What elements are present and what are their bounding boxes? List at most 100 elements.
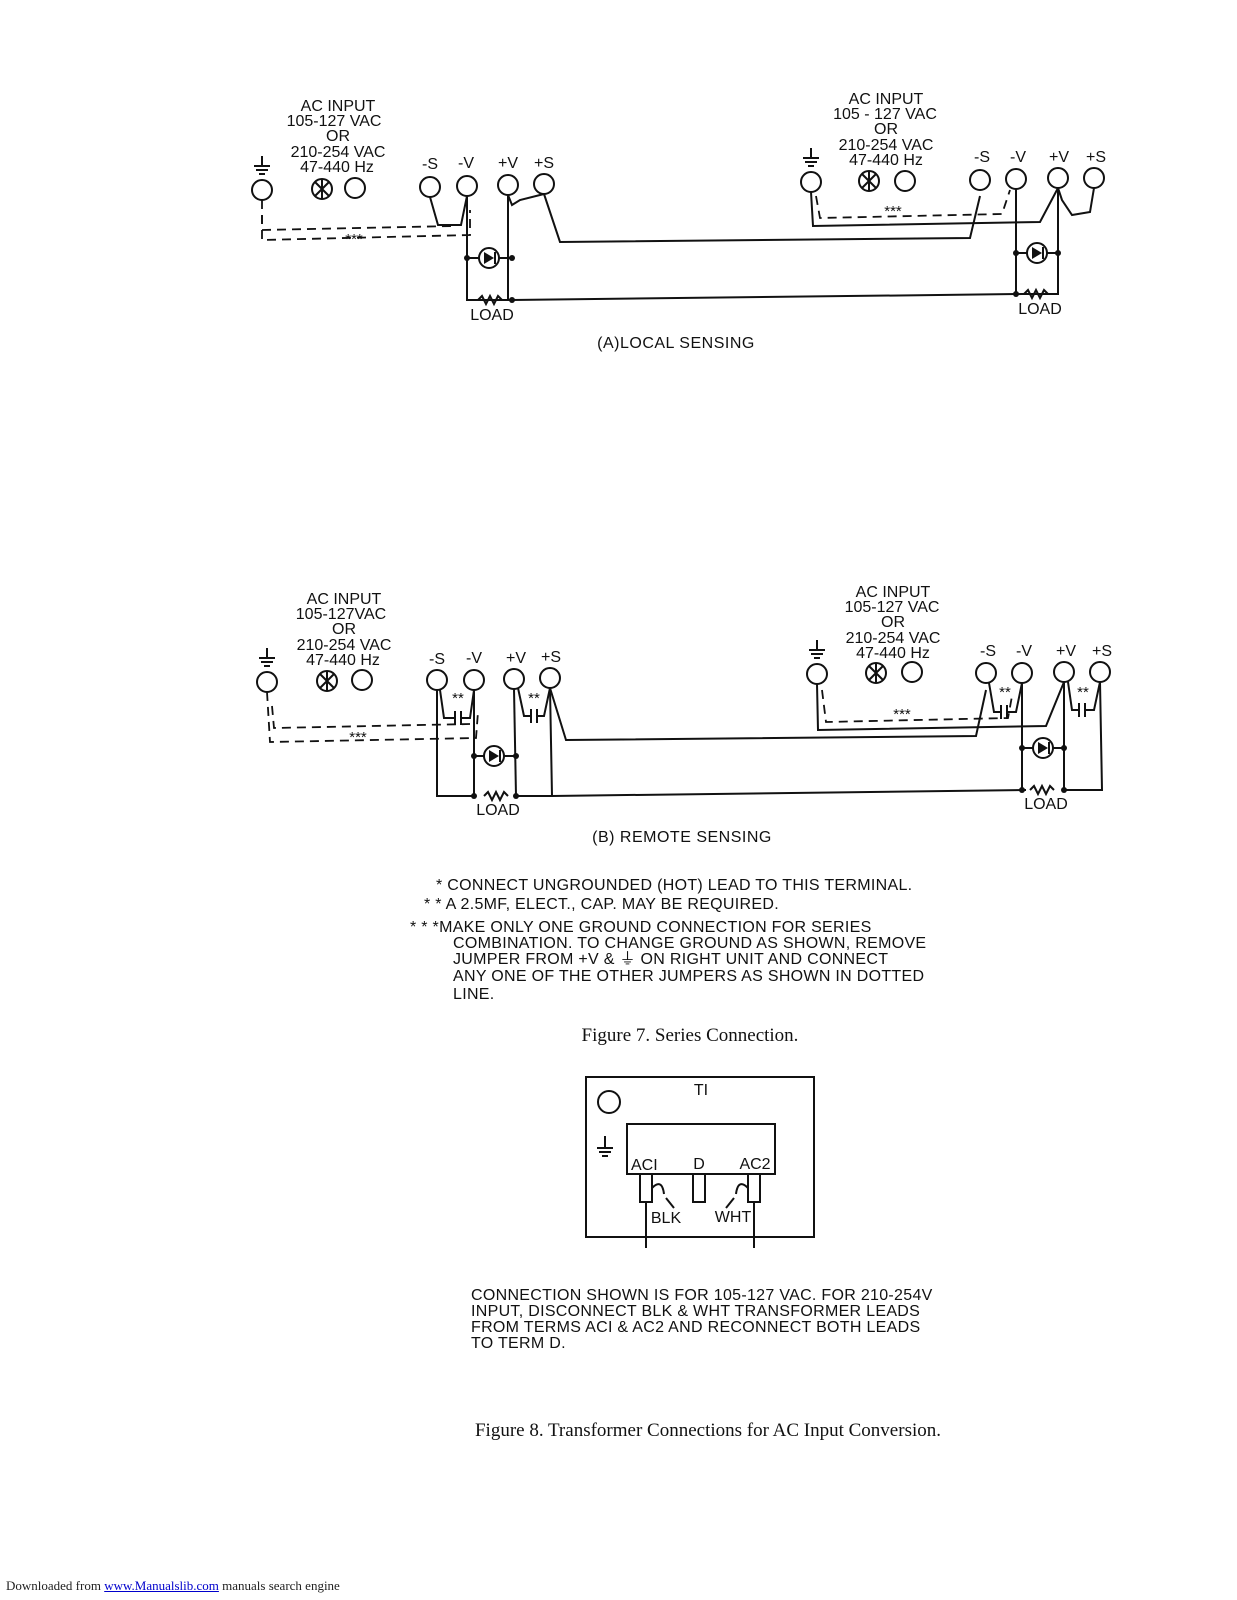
label-minus-s: -S (980, 643, 996, 660)
terminal-minus-s (975, 662, 997, 684)
figure8-caption: Figure 8. Transformer Connections for AC… (475, 1420, 941, 1441)
capacitor-icon (517, 687, 551, 723)
load-label: LOAD (476, 802, 520, 819)
note-line: ANY ONE OF THE OTHER JUMPERS AS SHOWN IN… (453, 968, 924, 985)
note-line: INPUT, DISCONNECT BLK & WHT TRANSFORMER … (471, 1303, 920, 1320)
terminal-plus-s (539, 667, 561, 689)
note-line: * * A 2.5MF, ELECT., CAP. MAY BE REQUIRE… (424, 896, 779, 913)
cap-note: ** (1077, 684, 1089, 701)
label-plus-s: +S (1086, 149, 1106, 166)
jumper-note: *** (349, 729, 367, 746)
terminal-minus-s (419, 176, 441, 198)
mounting-hole (597, 1090, 621, 1114)
jumper-note: *** (345, 231, 363, 248)
ac1-label: ACI (631, 1157, 658, 1174)
hot-terminal-icon (311, 178, 333, 200)
terminal-plus-v (1047, 167, 1069, 189)
footer-suffix: manuals search engine (218, 1578, 340, 1593)
terminal-d (692, 1173, 706, 1203)
footer-prefix: Downloaded from (6, 1578, 105, 1593)
terminal-plus-s (1089, 661, 1111, 683)
ac-range-high: 210-254 VAC (291, 144, 386, 161)
note-line: TO TERM D. (471, 1335, 566, 1352)
ac-range-high: 210-254 VAC (839, 137, 934, 154)
capacitor-icon (988, 682, 1023, 719)
label-minus-v: -V (466, 650, 482, 667)
ground-icon (803, 148, 819, 167)
neutral-terminal (344, 177, 366, 199)
ac-range-low: 105-127 VAC (845, 599, 940, 616)
ac-or: OR (874, 121, 898, 138)
ground-terminal (256, 671, 278, 693)
ac-or: OR (326, 128, 350, 145)
note-line: LINE. (453, 986, 495, 1003)
ac-range-high: 210-254 VAC (297, 637, 392, 654)
terminal-ac2 (747, 1173, 761, 1203)
neutral-terminal (901, 661, 923, 683)
label-plus-s: +S (541, 649, 561, 666)
ground-icon (809, 640, 825, 659)
figure7-caption: Figure 7. Series Connection. (582, 1025, 799, 1046)
ac-range-low: 105-127 VAC (287, 113, 382, 130)
ac-or: OR (881, 614, 905, 631)
load-label: LOAD (470, 307, 514, 324)
cap-note: ** (999, 684, 1011, 701)
label-minus-s: -S (974, 149, 990, 166)
ground-terminal (806, 663, 828, 685)
label-minus-s: -S (429, 651, 445, 668)
remote-sensing-title: (B) REMOTE SENSING (592, 829, 772, 846)
note-line: CONNECTION SHOWN IS FOR 105-127 VAC. FOR… (471, 1287, 933, 1304)
hot-terminal-icon (858, 170, 880, 192)
remote-sensing-diagram: AC INPUT 105-127VAC OR 210-254 VAC 47-44… (256, 584, 1112, 846)
blk-lead-label: BLK (651, 1210, 682, 1227)
label-minus-v: -V (1016, 643, 1032, 660)
ac-range-low: 105-127VAC (296, 606, 386, 623)
ac-range-high: 210-254 VAC (846, 630, 941, 647)
label-plus-v: +V (498, 155, 518, 172)
t1-label: TI (694, 1082, 708, 1099)
ac-freq: 47-440 Hz (300, 159, 374, 176)
note-line: COMBINATION. TO CHANGE GROUND AS SHOWN, … (453, 935, 926, 952)
d-label: D (693, 1156, 705, 1173)
figure7-notes: * CONNECT UNGROUNDED (HOT) LEAD TO THIS … (410, 877, 926, 1003)
terminal-minus-s (969, 169, 991, 191)
diode-icon (478, 247, 500, 269)
note-line: * * *MAKE ONLY ONE GROUND CONNECTION FOR… (410, 919, 872, 936)
ac-input-title: AC INPUT (307, 591, 382, 608)
load-label: LOAD (1024, 796, 1068, 813)
ground-icon (597, 1136, 613, 1157)
terminal-minus-s (426, 669, 448, 691)
figure8-notes: CONNECTION SHOWN IS FOR 105-127 VAC. FOR… (471, 1287, 933, 1352)
hot-terminal-icon (316, 670, 338, 692)
label-plus-v: +V (1056, 643, 1076, 660)
label-plus-v: +V (1049, 149, 1069, 166)
label-minus-v: -V (458, 155, 474, 172)
neutral-terminal (351, 669, 373, 691)
terminal-minus-v (1011, 662, 1033, 684)
ac2-label: AC2 (739, 1156, 770, 1173)
ac-freq: 47-440 Hz (849, 152, 923, 169)
terminal-plus-v (503, 668, 525, 690)
local-sensing-title: (A)LOCAL SENSING (597, 335, 755, 352)
terminal-minus-v (463, 669, 485, 691)
label-minus-v: -V (1010, 149, 1026, 166)
ac-input-title: AC INPUT (856, 584, 931, 601)
diode-icon (1032, 737, 1054, 759)
diode-icon (483, 745, 505, 767)
note-line: FROM TERMS ACI & AC2 AND RECONNECT BOTH … (471, 1319, 920, 1336)
terminal-minus-v (1005, 168, 1027, 190)
hot-terminal-icon (865, 662, 887, 684)
terminal-plus-s (533, 173, 555, 195)
ac-freq: 47-440 Hz (856, 645, 930, 662)
transformer-diagram: TI ACI D AC2 BLK WHT (585, 1076, 815, 1248)
note-line: * CONNECT UNGROUNDED (HOT) LEAD TO THIS … (436, 877, 912, 894)
terminal-minus-v (456, 175, 478, 197)
label-plus-s: +S (1092, 643, 1112, 660)
label-plus-s: +S (534, 155, 554, 172)
jumper-note: *** (893, 706, 911, 723)
terminal-plus-v (497, 174, 519, 196)
ground-icon (254, 156, 270, 175)
note-line: JUMPER FROM +V & ⏚ ON RIGHT UNIT AND CON… (453, 950, 888, 968)
manualslib-link[interactable]: www.Manualslib.com (104, 1578, 219, 1593)
